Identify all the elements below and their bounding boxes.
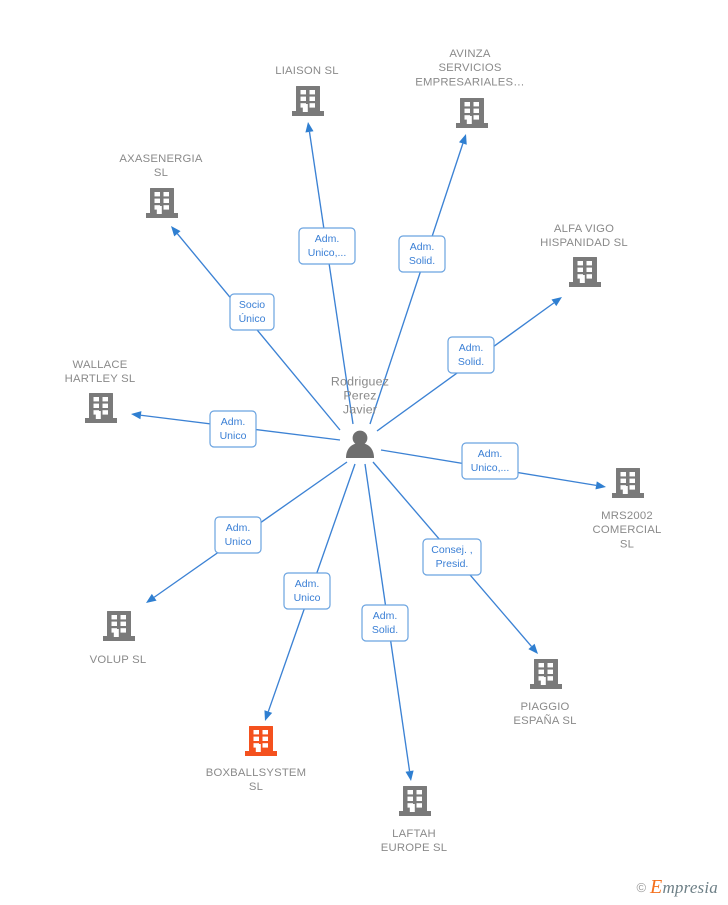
edge-liaison-label[interactable]: Adm. Unico,... <box>298 227 356 265</box>
svg-text:MRS2002: MRS2002 <box>601 510 653 522</box>
nodes-layer: LIAISON SLAVINZASERVICIOSEMPRESARIALES…A… <box>65 48 662 854</box>
node-label: LAFTAH EUROPE SL <box>381 828 447 854</box>
svg-text:Solid.: Solid. <box>458 356 484 368</box>
svg-text:Adm.: Adm. <box>478 448 503 460</box>
node-liaison[interactable]: LIAISON SL <box>275 65 339 116</box>
svg-text:AVINZA: AVINZA <box>449 48 490 60</box>
svg-text:Javier: Javier <box>343 403 377 417</box>
node-label: AVINZA SERVICIOS EMPRESARIALES… <box>415 48 525 88</box>
node-label: WALLACE HARTLEY SL <box>65 359 136 385</box>
svg-text:Consej. ,: Consej. , <box>431 544 472 556</box>
company-building-icon[interactable] <box>292 86 324 116</box>
svg-text:Perez: Perez <box>343 388 376 402</box>
node-alfavigo[interactable]: ALFA VIGO HISPANIDAD SL <box>540 223 628 287</box>
edge-axasenergia[interactable] <box>171 226 341 431</box>
svg-text:Presid.: Presid. <box>436 558 469 570</box>
node-label: ALFA VIGO HISPANIDAD SL <box>540 223 628 249</box>
edge-alfavigo-label[interactable]: Adm. Solid. <box>447 336 495 374</box>
brand-name: Empresia <box>650 876 718 899</box>
svg-text:SERVICIOS: SERVICIOS <box>438 62 501 74</box>
svg-text:Unico: Unico <box>225 536 252 548</box>
edge-labels-layer: Adm.Unico,...Adm.Solid.SocioÚnicoAdm.Sol… <box>209 227 519 642</box>
edge-boxballsystem-label[interactable]: Adm. Unico <box>283 572 331 610</box>
company-building-icon[interactable] <box>85 393 117 423</box>
company-building-icon[interactable] <box>146 188 178 218</box>
edge-piaggio-label[interactable]: Consej. , Presid. <box>422 538 482 576</box>
svg-text:HARTLEY SL: HARTLEY SL <box>65 373 136 385</box>
edge-liaison[interactable] <box>305 122 354 425</box>
svg-text:Adm.: Adm. <box>315 233 340 245</box>
svg-text:SL: SL <box>249 781 263 793</box>
svg-text:EUROPE SL: EUROPE SL <box>381 842 447 854</box>
node-wallace[interactable]: WALLACE HARTLEY SL <box>65 359 136 423</box>
svg-text:Unico: Unico <box>294 592 321 604</box>
empresia-watermark: © Empresia <box>636 876 718 899</box>
svg-text:Adm.: Adm. <box>410 241 435 253</box>
svg-text:Unico,...: Unico,... <box>308 247 347 259</box>
copyright-icon: © <box>636 880 647 895</box>
svg-text:BOXBALLSYSTEM: BOXBALLSYSTEM <box>206 767 307 779</box>
svg-text:ESPAÑA SL: ESPAÑA SL <box>513 714 576 727</box>
svg-text:LIAISON SL: LIAISON SL <box>275 65 339 77</box>
svg-text:COMERCIAL: COMERCIAL <box>593 524 662 536</box>
edge-laftah-label[interactable]: Adm. Solid. <box>361 604 409 642</box>
svg-text:ALFA VIGO: ALFA VIGO <box>554 223 614 235</box>
svg-text:VOLUP SL: VOLUP SL <box>90 654 147 666</box>
svg-text:WALLACE: WALLACE <box>73 359 128 371</box>
node-label: LIAISON SL <box>275 65 339 77</box>
node-label: VOLUP SL <box>90 654 147 666</box>
node-laftah[interactable]: LAFTAH EUROPE SL <box>381 786 447 854</box>
svg-text:Adm.: Adm. <box>221 416 246 428</box>
company-building-icon[interactable] <box>245 726 277 756</box>
svg-text:Unico,...: Unico,... <box>471 462 510 474</box>
svg-text:Socio: Socio <box>239 299 265 311</box>
company-building-icon[interactable] <box>530 659 562 689</box>
edge-avinza-label[interactable]: Adm. Solid. <box>398 235 446 273</box>
svg-text:Adm.: Adm. <box>295 578 320 590</box>
company-building-icon[interactable] <box>399 786 431 816</box>
svg-text:EMPRESARIALES…: EMPRESARIALES… <box>415 76 525 88</box>
company-building-icon[interactable] <box>569 257 601 287</box>
svg-text:Solid.: Solid. <box>372 624 398 636</box>
edge-volup-label[interactable]: Adm. Unico <box>214 516 262 554</box>
node-volup[interactable]: VOLUP SL <box>90 611 147 666</box>
node-label: AXASENERGIA SL <box>119 153 202 179</box>
edge-wallace-label[interactable]: Adm. Unico <box>209 410 257 448</box>
svg-text:Adm.: Adm. <box>226 522 251 534</box>
node-axasenergia[interactable]: AXASENERGIA SL <box>119 153 203 218</box>
node-boxballsystem[interactable]: BOXBALLSYSTEM SL <box>206 726 307 793</box>
svg-text:PIAGGIO: PIAGGIO <box>520 701 569 713</box>
svg-text:Único: Único <box>239 312 266 325</box>
svg-text:HISPANIDAD SL: HISPANIDAD SL <box>540 237 628 249</box>
brand-initial: E <box>650 876 663 898</box>
svg-text:LAFTAH: LAFTAH <box>392 828 436 840</box>
svg-text:Adm.: Adm. <box>373 610 398 622</box>
company-building-icon[interactable] <box>612 468 644 498</box>
svg-text:Solid.: Solid. <box>409 255 435 267</box>
svg-text:Unico: Unico <box>220 430 247 442</box>
svg-text:Adm.: Adm. <box>459 342 484 354</box>
svg-text:AXASENERGIA: AXASENERGIA <box>119 153 202 165</box>
svg-text:SL: SL <box>154 167 168 179</box>
company-building-icon[interactable] <box>103 611 135 641</box>
node-avinza[interactable]: AVINZA SERVICIOS EMPRESARIALES… <box>415 48 525 128</box>
svg-text:SL: SL <box>620 538 634 550</box>
edge-avinza[interactable] <box>369 134 467 425</box>
person-icon[interactable] <box>346 430 374 458</box>
company-building-icon[interactable] <box>456 98 488 128</box>
node-label: BOXBALLSYSTEM SL <box>206 767 307 793</box>
svg-text:Rodriguez: Rodriguez <box>331 374 389 388</box>
edge-mrs2002-label[interactable]: Adm. Unico,... <box>461 442 519 480</box>
brand-rest: mpresia <box>662 878 718 897</box>
